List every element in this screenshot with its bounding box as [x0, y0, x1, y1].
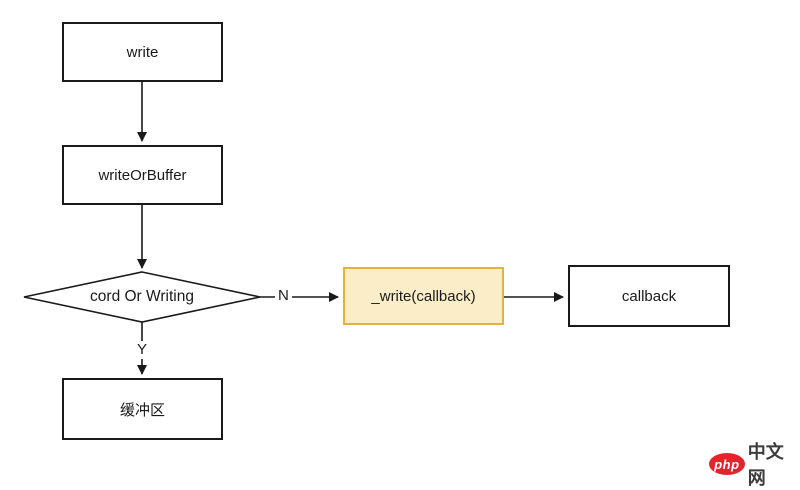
connector-layer [23, 82, 564, 375]
node-callback: callback [568, 265, 730, 327]
node-write-or-buffer-label: writeOrBuffer [98, 166, 187, 184]
node-buffer-label: 缓冲区 [119, 401, 165, 419]
node-buffer: 缓冲区 [62, 378, 223, 440]
node-write-or-buffer: writeOrBuffer [62, 145, 223, 205]
edge-label-yes: Y [134, 341, 151, 359]
node-callback-label: callback [621, 287, 677, 305]
node-write: write [62, 22, 223, 82]
node-write-callback: _write(callback) [343, 267, 504, 325]
php-cn-watermark: php 中文网 [709, 438, 800, 490]
node-write-callback-label: _write(callback) [371, 287, 476, 305]
php-logo-icon: php [709, 453, 745, 475]
php-site-name: 中文网 [747, 442, 784, 488]
flowchart-canvas: write writeOrBuffer cord Or Writing N Y … [23, 22, 784, 488]
edge-label-no: N [275, 287, 292, 305]
node-decision-label: cord Or Writing [90, 288, 194, 305]
node-write-label: write [126, 43, 159, 61]
